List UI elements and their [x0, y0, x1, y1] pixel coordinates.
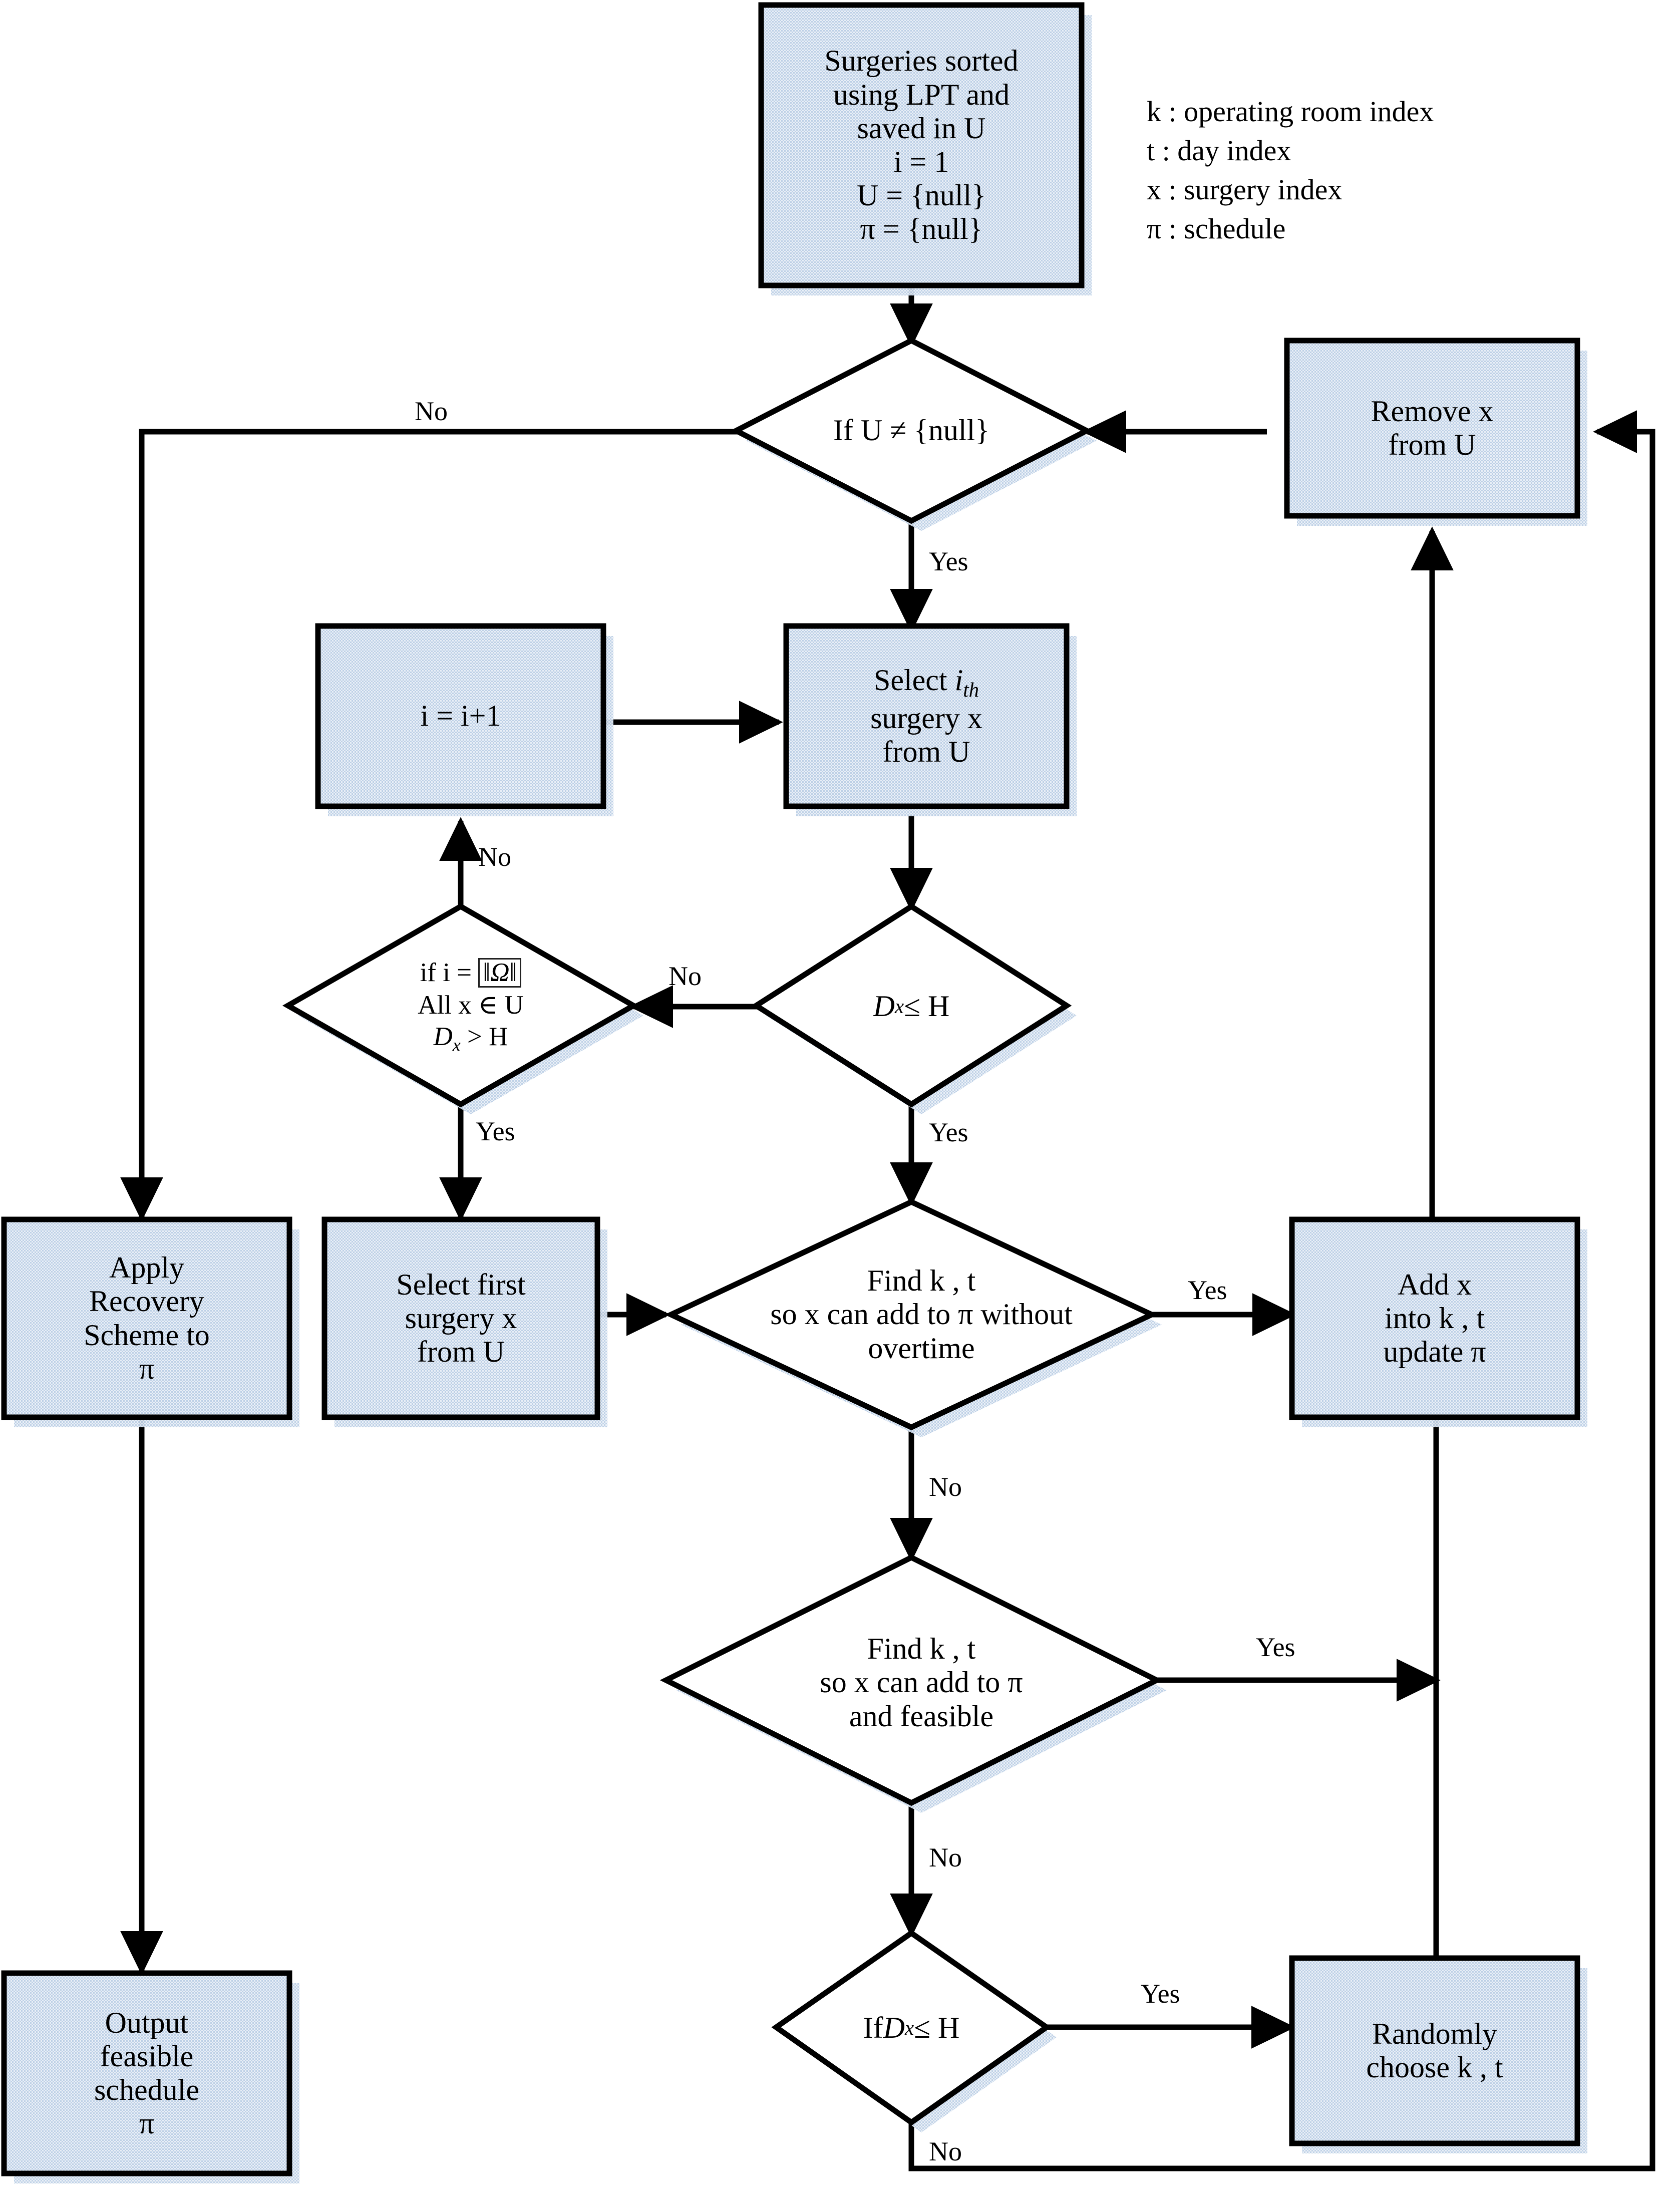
edge-label-dx-le-h-yes: Yes: [929, 1117, 968, 1147]
edge-check-u-to-apply-recovery: [120, 429, 741, 1221]
node-dx-le-h-shape: [751, 903, 1072, 1108]
edge-label-all-checked-no: No: [478, 842, 511, 872]
edge-label-all-checked-yes: Yes: [476, 1116, 515, 1146]
node-select-first-shape: [321, 1216, 600, 1420]
edge-label-if-dx-le-h-yes: Yes: [1141, 1979, 1180, 2009]
edge-label-find-no-overtime-yes: Yes: [1188, 1275, 1227, 1305]
node-start-shape: [758, 2, 1085, 288]
symbol-legend-line-4: π : schedule: [1147, 212, 1286, 245]
edge-label-find-feasible-yes: Yes: [1256, 1632, 1295, 1662]
node-all-checked-shape: [282, 903, 639, 1108]
node-add-x-shape: [1289, 1216, 1580, 1420]
node-remove-x-shape: [1284, 338, 1580, 519]
edge-label-find-no-overtime-no: No: [929, 1472, 962, 1502]
edge-label-check-u-yes: Yes: [929, 546, 968, 576]
node-apply-recovery-shape: [1, 1216, 292, 1420]
node-if-dx-le-h-shape: [771, 1930, 1052, 2126]
node-find-feasible-shape: [659, 1554, 1163, 1806]
symbol-legend: k : operating room index: [1147, 95, 1434, 128]
node-increment-i-shape: [315, 623, 606, 809]
edge-label-find-feasible-no: No: [929, 1842, 962, 1872]
node-check-u-shape: [730, 337, 1093, 524]
edge-label-check-u-no: No: [415, 396, 448, 426]
edge-label-if-dx-le-h-no: No: [929, 2136, 962, 2166]
node-randomly-choose-shape: [1289, 1955, 1580, 2146]
node-find-no-overtime-shape: [664, 1198, 1158, 1431]
node-select-ith-shape: [783, 623, 1070, 809]
edge-if-dx-le-h-no-to-remove-x: [908, 410, 1655, 2171]
symbol-legend-line-3: x : surgery index: [1147, 173, 1342, 206]
node-output-shape: [1, 1970, 292, 2176]
edge-label-dx-le-h-no: No: [668, 961, 702, 991]
symbol-legend-line-2: t : day index: [1147, 134, 1291, 167]
